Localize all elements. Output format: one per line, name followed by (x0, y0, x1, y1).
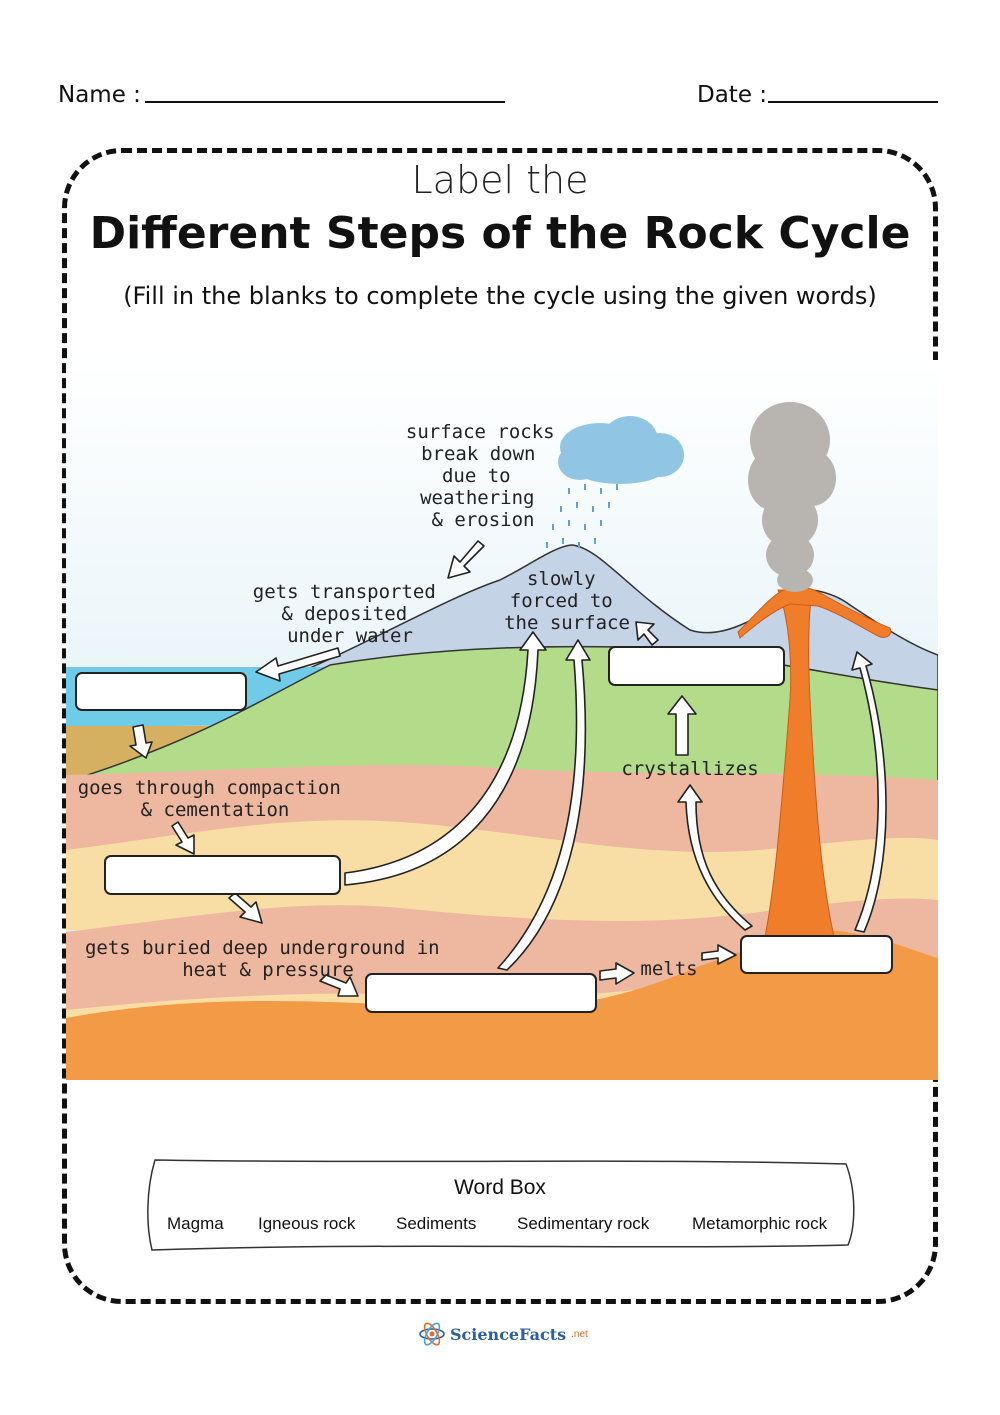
word-box-title: Word Box (454, 1176, 546, 1199)
logo-text: ScienceFacts (450, 1324, 567, 1344)
magma-chamber (66, 930, 938, 1080)
answer-box-sediments[interactable] (75, 672, 247, 711)
instructions: (Fill in the blanks to complete the cycl… (123, 282, 877, 310)
arrow-sediments-down (129, 724, 153, 759)
arrow-weathering-down (447, 540, 485, 579)
arrow-melts-to-magma (701, 944, 737, 965)
arrow-sedimentary-down (228, 892, 263, 924)
answer-box-metamorphic[interactable] (365, 973, 597, 1013)
atom-icon (419, 1322, 445, 1346)
label-compaction: goes through compaction & cementation (78, 777, 353, 821)
label-transported: gets transported & deposited under water (253, 581, 447, 647)
arrow-sedimentary-to-surface (344, 631, 547, 886)
label-melts: melts (640, 958, 697, 980)
arrow-magma-to-crystallizes (677, 784, 753, 931)
title-line-1: Label the (411, 158, 589, 202)
label-weathering: surface rocks break down due to weatheri… (406, 421, 566, 531)
cycle-arrows (129, 540, 887, 997)
word-magma: Magma (167, 1214, 224, 1233)
date-label: Date : (697, 82, 768, 108)
answer-box-sedimentary[interactable] (104, 855, 341, 895)
rain (546, 484, 618, 548)
arrow-to-sediments (255, 647, 341, 682)
volcano-smoke (748, 402, 836, 592)
arrow-compaction-down (171, 821, 195, 855)
date-field[interactable] (768, 101, 938, 103)
arrow-buried-down (319, 974, 359, 997)
answer-box-igneous[interactable] (608, 646, 785, 686)
label-slowly-forced: slowly forced to the surface (504, 568, 630, 634)
arrow-crystallizes-up (667, 695, 697, 756)
page-title: Different Steps of the Rock Cycle (89, 208, 911, 259)
arrow-to-melts (599, 962, 635, 985)
word-box-frame (147, 1159, 855, 1251)
label-buried: gets buried deep underground in heat & p… (85, 937, 451, 981)
word-igneous-rock: Igneous rock (258, 1214, 356, 1233)
arrow-magma-to-surface (851, 651, 887, 933)
word-sediments: Sediments (396, 1214, 477, 1233)
arrow-metamorphic-to-surface (497, 639, 591, 971)
rain-cloud (558, 416, 684, 484)
label-crystallizes: crystallizes (621, 758, 758, 780)
word-metamorphic-rock: Metamorphic rock (692, 1214, 828, 1233)
name-field[interactable] (145, 101, 505, 103)
name-label: Name : (58, 82, 141, 108)
sciencefacts-logo: ScienceFacts .net (418, 1320, 588, 1348)
word-sedimentary-rock: Sedimentary rock (517, 1214, 650, 1233)
logo-suffix: .net (571, 1328, 588, 1340)
arrow-surface-label (635, 621, 659, 646)
answer-box-magma[interactable] (740, 935, 893, 974)
